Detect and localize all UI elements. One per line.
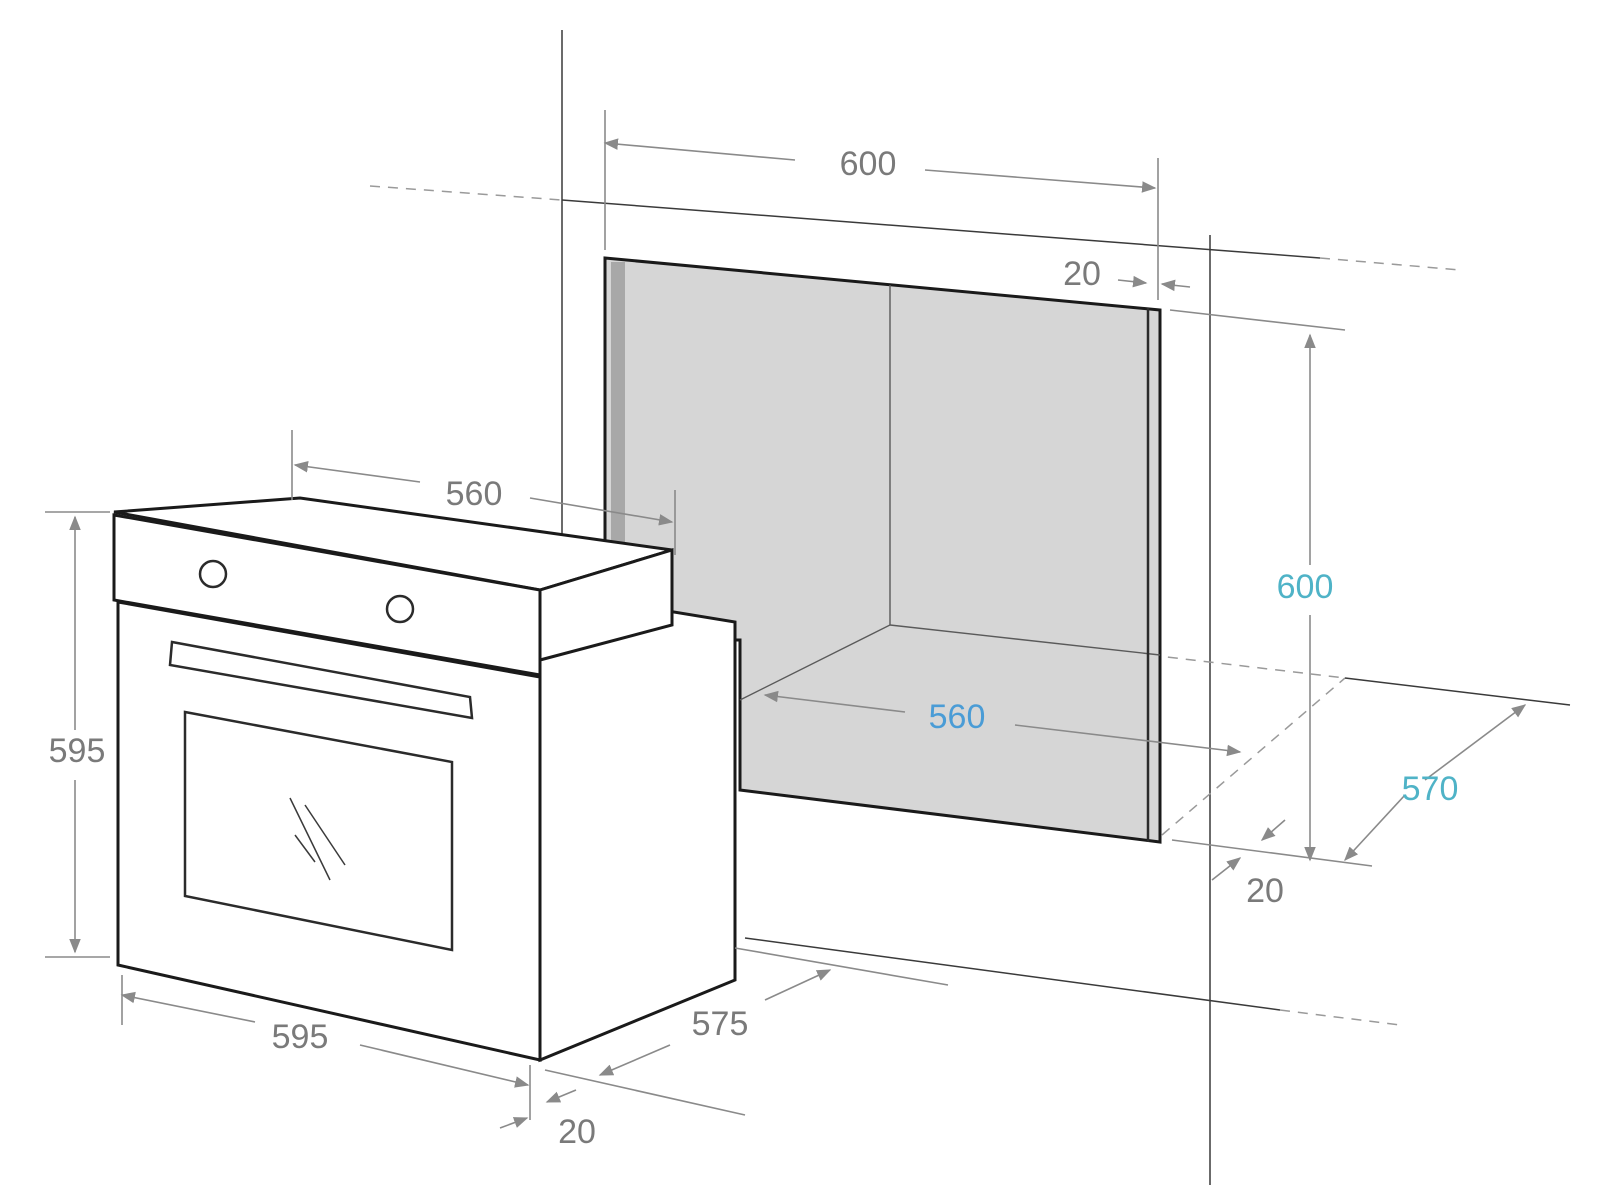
label-niche-bottom-gap: 20	[1246, 872, 1284, 910]
label-niche-depth: 570	[1402, 770, 1459, 808]
control-knob-right-icon	[385, 594, 415, 624]
label-niche-inner-width: 560	[929, 698, 986, 736]
label-niche-width-top: 600	[840, 145, 897, 183]
label-niche-side-gap-top: 20	[1063, 255, 1101, 293]
door-handle-icon	[168, 640, 474, 720]
label-oven-top-depth: 560	[446, 475, 503, 513]
label-oven-height: 595	[49, 732, 106, 770]
label-oven-width: 595	[272, 1018, 329, 1056]
cabinet-outline	[369, 30, 1571, 1185]
control-knob-left-icon	[198, 559, 228, 589]
oven-window	[183, 710, 454, 952]
cabinet-niche	[603, 256, 1162, 844]
oven-body	[112, 496, 737, 1063]
label-niche-height: 600	[1277, 568, 1334, 606]
dimension-lines	[45, 110, 1527, 1129]
label-oven-front-gap: 20	[558, 1113, 596, 1151]
label-oven-depth: 575	[692, 1005, 749, 1043]
